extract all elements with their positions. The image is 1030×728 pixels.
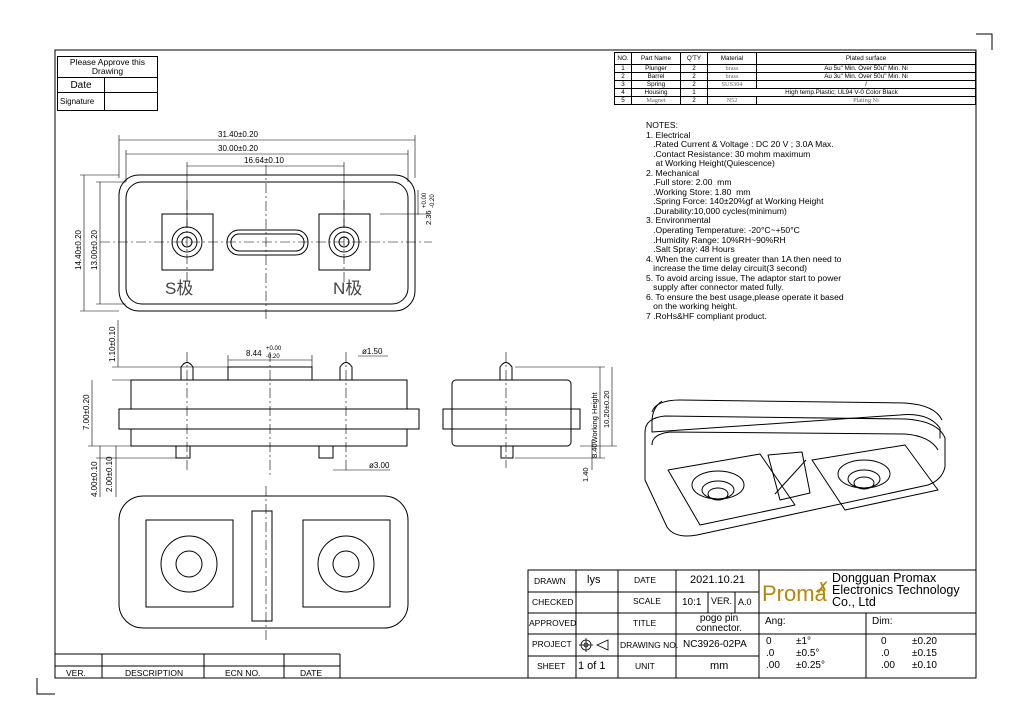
date-label: DATE <box>634 575 657 585</box>
drawn-label: DRAWN <box>534 576 566 586</box>
pole-n-label: N极 <box>333 279 362 298</box>
dim-tol-down: -0.20 <box>266 354 280 360</box>
rev-header-ver: VER. <box>66 668 86 678</box>
note-line: .Humidity Range: 10%RH~90%RH <box>646 234 786 245</box>
rev-header-date: DATE <box>300 668 323 678</box>
note-line: at Working Height(Quiescence) <box>646 158 775 169</box>
note-line: .Working Store: 1.80 mm <box>646 186 751 197</box>
logo-mark-icon: ✗ <box>816 580 829 597</box>
dim-tol-up: +0.00 <box>422 192 428 208</box>
sheet-label: SHEET <box>537 661 566 671</box>
note-line: supply after connector mated fully. <box>646 282 784 293</box>
dim-row-key: .00 <box>881 660 895 671</box>
date-value: 2021.10.21 <box>690 574 746 586</box>
note-line: increase the time delay circuit(3 second… <box>646 263 807 274</box>
dim-label: ø1.50 <box>362 347 383 356</box>
dim-label: 7.00±0.20 <box>82 394 91 430</box>
dim-label: 2.36 <box>424 210 433 225</box>
ver-label: VER. <box>711 596 733 606</box>
title-label: TITLE <box>633 618 657 628</box>
scale-value: 10:1 <box>682 597 702 608</box>
cell: Plating Ni <box>756 96 976 105</box>
dim-label: 8.40Working Height <box>590 391 599 458</box>
note-line: 5. To avoid arcing issue, The adaptor st… <box>646 272 842 283</box>
sheet-value: 1 of 1 <box>578 660 606 672</box>
dim-label: 10.20±0.20 <box>602 391 611 428</box>
dim-label: 1.40 <box>581 467 590 482</box>
note-line: .Full store: 2.00 mm <box>646 177 732 188</box>
note-line: .Contact Resistance: 30 mohm maximum <box>646 148 811 159</box>
note-line: 1. Electrical <box>646 129 691 140</box>
dim-row-value: ±0.15 <box>912 648 937 659</box>
dim-row-value: ±0.10 <box>912 660 937 671</box>
project-label: PROJECT <box>532 639 572 649</box>
dim-label: ø3.00 <box>369 461 390 470</box>
rev-header-description: DESCRIPTION <box>125 668 184 678</box>
unit-value: mm <box>710 660 729 672</box>
note-line: .Spring Force: 140±20%gf at Working Heig… <box>646 196 824 207</box>
pole-s-label: S极 <box>165 279 193 298</box>
dim-label: 8.44 <box>246 349 262 358</box>
note-line: 2. Mechanical <box>646 167 700 178</box>
ang-label: Ang: <box>765 616 786 627</box>
note-line: .Durability:10,000 cycles(minimum) <box>646 205 787 216</box>
note-line: .Salt Spray: 48 Hours <box>646 244 735 255</box>
dim-label: 1.10±0.10 <box>108 326 117 362</box>
approved-label: APPROVED <box>529 618 577 628</box>
note-line: 3. Environmental <box>646 215 711 226</box>
company-logo: Proma <box>762 581 828 606</box>
ang-row-value: ±0.5° <box>796 648 820 659</box>
dim-row-key: 0 <box>881 636 887 647</box>
ang-row-key: .0 <box>766 648 775 659</box>
note-line: 6. To ensure the best usage,please opera… <box>646 291 844 302</box>
note-line: 7 .RoHs&HF compliant product. <box>646 310 767 321</box>
ang-row-value: ±1° <box>796 636 812 647</box>
title-value: pogo pin connector. <box>695 613 743 634</box>
dim-label-title: Dim: <box>872 616 893 627</box>
scale-label: SCALE <box>633 596 661 606</box>
note-line: on the working height. <box>646 301 738 312</box>
projection-symbol-icon <box>579 638 609 652</box>
drawn-value: lys <box>587 574 601 586</box>
checked-label: CHECKED <box>532 597 574 607</box>
company-name: Dongguan Promax Electronics Technology C… <box>832 571 960 609</box>
dim-label: 30.00±0.20 <box>218 144 259 153</box>
drawing-no-value: NC3926-02PA <box>683 639 747 650</box>
note-line: .Operating Temperature: -20°C~+50°C <box>646 225 800 236</box>
ang-row-value: ±0.25° <box>796 660 825 671</box>
dim-label: 31.40±0.20 <box>218 130 259 139</box>
approve-signature-field <box>104 92 158 111</box>
dim-label: 16.64±0.10 <box>244 156 285 165</box>
unit-label: UNIT <box>635 661 655 671</box>
parts-table: NO. Part Name Q'TY Material Plated surfa… <box>614 52 976 105</box>
dim-label: 14.40±0.20 <box>74 229 83 270</box>
dim-label: 13.00±0.20 <box>90 229 99 270</box>
ver-value: A.0 <box>738 597 752 607</box>
notes-block: NOTES:1. Electrical .Rated Current & Vol… <box>646 120 844 321</box>
note-line: .Rated Current & Voltage : DC 20 V ; 3.0… <box>646 139 834 150</box>
dim-label: 4.00±0.10 <box>90 461 99 497</box>
drawing-no-label: DRAWING NO. <box>620 640 679 650</box>
ang-row-key: 0 <box>766 636 772 647</box>
dim-label: 2.00±0.10 <box>105 456 114 492</box>
note-line: 4. When the current is greater than 1A t… <box>646 253 842 264</box>
rev-header-ecn: ECN NO. <box>225 668 261 678</box>
ang-row-key: .00 <box>766 660 780 671</box>
dim-tol-down: -0.20 <box>430 194 436 208</box>
dim-row-key: .0 <box>881 648 890 659</box>
dim-tol-up: +0.00 <box>266 346 282 352</box>
note-line: NOTES: <box>646 120 678 130</box>
dim-row-value: ±0.20 <box>912 636 937 647</box>
approve-box: Please Approve this Drawing Date Signatu… <box>57 56 158 111</box>
